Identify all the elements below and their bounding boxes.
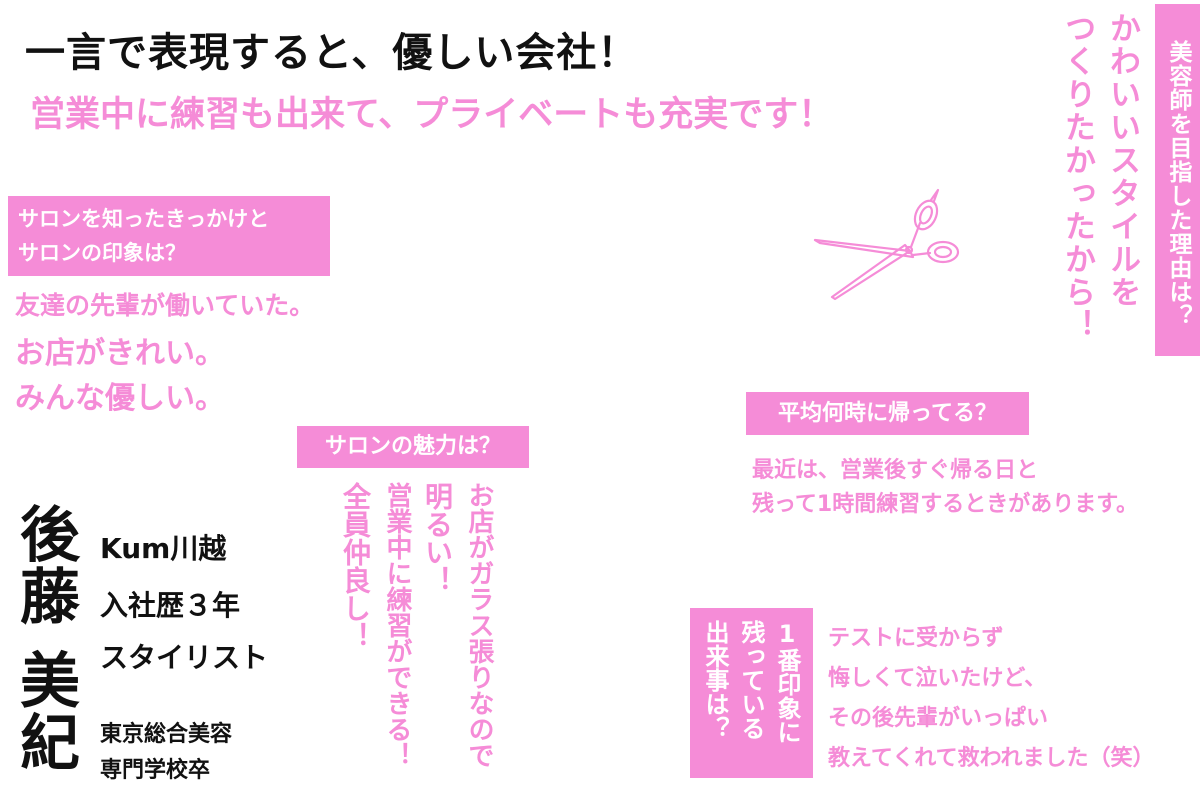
name-char-1: 後 [20,501,80,571]
impression-answer-line2: お店がきれい。 [15,336,225,371]
profile-role: スタイリスト [100,641,269,674]
reason-label-text: 美容師を目指した理由は？ [1165,40,1191,328]
appeal-answer-line4: 全員仲良し！ [339,482,372,650]
profile-name: 後 藤 美 紀 [10,506,90,776]
gohome-label: 平均何時に帰ってる？ [746,392,1029,435]
gohome-label-text: 平均何時に帰ってる？ [778,401,997,426]
reason-answer-line2: つくりたかったから！ [1059,12,1095,342]
impression-answer-line3: みんな優しい。 [15,381,225,416]
name-char-4: 紀 [20,709,80,779]
memorable-answer-line2: 悔しくて泣いたけど、 [828,666,1047,691]
memorable-label-line1: 1番印象に [773,620,801,744]
scissors-icon [810,185,970,310]
profile-school-line2: 専門学校卒 [100,758,211,783]
profile-school-line1: 東京総合美容 [100,722,233,747]
memorable-answer-line4: 教えてくれて救われました（笑） [828,746,1155,771]
appeal-answer-line1: お店がガラス張りなので [464,482,494,768]
name-char-3: 美 [20,647,80,717]
memorable-answer-line3: その後先輩がいっぱい [828,706,1049,731]
gohome-answer-line2: 残って1時間練習するときがあります。 [752,492,1139,517]
name-char-2: 藤 [20,563,80,633]
appeal-label: サロンの魅力は？ [297,426,529,468]
impression-answer-line1: 友達の先輩が働いていた。 [15,291,315,320]
impression-label-line2: サロンの印象は？ [18,241,186,265]
memorable-answer-line1: テストに受からず [828,626,1004,651]
headline: 一言で表現すると、優しい会社！ [25,29,639,76]
reason-label: 美容師を目指した理由は？ [1155,4,1200,356]
appeal-answer-line3: 営業中に練習ができる！ [382,482,412,768]
memorable-label-line3: 出来事は？ [701,620,729,740]
appeal-label-text: サロンの魅力は？ [324,434,501,459]
gohome-answer-line1: 最近は、営業後すぐ帰る日と [752,458,1039,483]
profile-salon: Kum川越 [100,532,227,565]
impression-label: サロンを知ったきっかけと サロンの印象は？ [8,196,330,276]
subheadline: 営業中に練習も出来て、プライベートも充実です！ [30,94,834,135]
appeal-answer-line2: 明るい！ [421,482,454,594]
reason-answer-line1: かわいいスタイルを [1104,12,1140,309]
memorable-label: 1番印象に 残っている 出来事は？ [690,608,813,778]
impression-label-line1: サロンを知ったきっかけと [18,207,270,231]
memorable-label-line2: 残っている [737,620,765,740]
profile-years: 入社歴３年 [100,589,241,622]
